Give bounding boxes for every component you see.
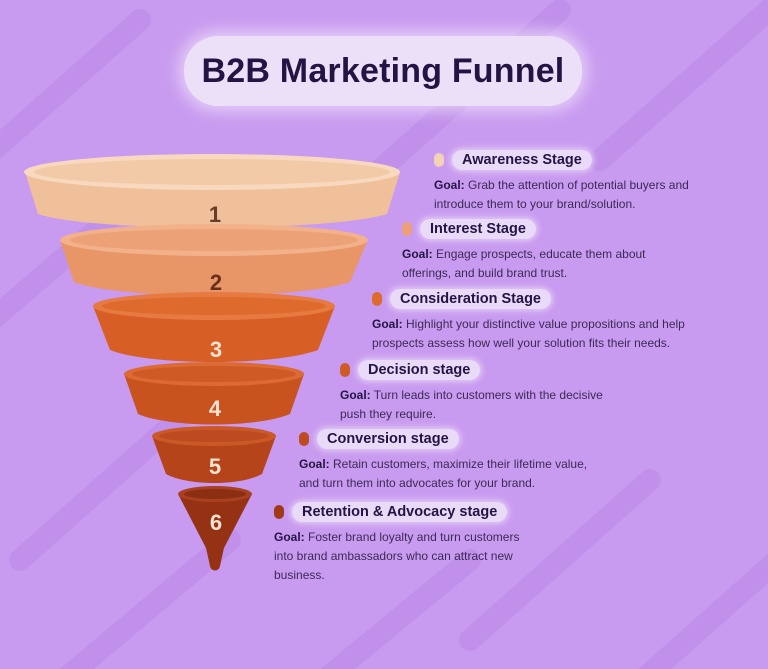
stage-goal-2: Goal: Engage prospects, educate them abo… xyxy=(402,245,732,283)
stage-goal-3: Goal: Highlight your distinctive value p… xyxy=(372,315,752,353)
funnel-level-2: 2 xyxy=(60,224,368,296)
title-banner: B2B Marketing Funnel xyxy=(184,36,582,106)
goal-label: Goal: xyxy=(340,388,371,402)
goal-line: into brand ambassadors who can attract n… xyxy=(274,549,513,563)
goal-line: business. xyxy=(274,568,325,582)
stage-conversion: Conversion stage Goal: Retain customers,… xyxy=(299,427,659,493)
goal-line: introduce them to your brand/solution. xyxy=(434,197,636,211)
goal-line: Grab the attention of potential buyers a… xyxy=(468,178,689,192)
stage-header-2: Interest Stage xyxy=(402,217,732,241)
stage-number-3: 3 xyxy=(210,337,222,362)
stage-awareness: Awareness Stage Goal: Grab the attention… xyxy=(434,148,754,214)
goal-label: Goal: xyxy=(434,178,465,192)
funnel-level-5: 5 xyxy=(152,426,276,483)
stage-goal-5: Goal: Retain customers, maximize their l… xyxy=(299,455,659,493)
stage-decision: Decision stage Goal: Turn leads into cus… xyxy=(340,358,670,424)
funnel-level-4: 4 xyxy=(124,362,304,425)
goal-line: Engage prospects, educate them about xyxy=(436,247,646,261)
stage-marker-2 xyxy=(402,222,412,236)
goal-line: Retain customers, maximize their lifetim… xyxy=(333,457,588,471)
stage-name-2: Interest Stage xyxy=(420,219,536,239)
stage-header-5: Conversion stage xyxy=(299,427,659,451)
stage-header-3: Consideration Stage xyxy=(372,287,752,311)
goal-line: Highlight your distinctive value proposi… xyxy=(406,317,685,331)
stage-marker-5 xyxy=(299,432,309,446)
stage-marker-3 xyxy=(372,292,382,306)
funnel-level-6: 6 xyxy=(178,486,252,571)
stage-name-3: Consideration Stage xyxy=(390,289,551,309)
funnel-level-1: 1 xyxy=(24,154,400,228)
goal-label: Goal: xyxy=(402,247,433,261)
goal-line: push they require. xyxy=(340,407,437,421)
goal-label: Goal: xyxy=(299,457,330,471)
stage-consideration: Consideration Stage Goal: Highlight your… xyxy=(372,287,752,353)
stage-name-5: Conversion stage xyxy=(317,429,459,449)
stage-goal-1: Goal: Grab the attention of potential bu… xyxy=(434,176,754,214)
stage-goal-6: Goal: Foster brand loyalty and turn cust… xyxy=(274,528,604,585)
stage-number-5: 5 xyxy=(209,454,221,479)
stage-header-6: Retention & Advocacy stage xyxy=(274,500,604,524)
goal-line: and turn them into advocates for your br… xyxy=(299,476,536,490)
stage-interest: Interest Stage Goal: Engage prospects, e… xyxy=(402,217,732,283)
stage-name-1: Awareness Stage xyxy=(452,150,592,170)
page-title: B2B Marketing Funnel xyxy=(201,51,565,90)
stage-header-1: Awareness Stage xyxy=(434,148,754,172)
funnel-level-3: 3 xyxy=(93,292,335,362)
stage-name-4: Decision stage xyxy=(358,360,481,380)
stage-marker-4 xyxy=(340,363,350,377)
stage-goal-4: Goal: Turn leads into customers with the… xyxy=(340,386,670,424)
goal-label: Goal: xyxy=(274,530,305,544)
stage-number-1: 1 xyxy=(209,202,221,227)
goal-line: Foster brand loyalty and turn customers xyxy=(308,530,520,544)
stage-number-4: 4 xyxy=(209,396,222,421)
stage-marker-6 xyxy=(274,505,284,519)
goal-line: prospects assess how well your solution … xyxy=(372,336,671,350)
stage-retention-advocacy: Retention & Advocacy stage Goal: Foster … xyxy=(274,500,604,585)
stage-number-6: 6 xyxy=(210,510,222,535)
stage-name-6: Retention & Advocacy stage xyxy=(292,502,508,522)
goal-label: Goal: xyxy=(372,317,403,331)
stage-marker-1 xyxy=(434,153,444,167)
stage-number-2: 2 xyxy=(210,270,222,295)
goal-line: Turn leads into customers with the decis… xyxy=(373,388,603,402)
stage-header-4: Decision stage xyxy=(340,358,670,382)
goal-line: offerings, and build brand trust. xyxy=(402,266,568,280)
